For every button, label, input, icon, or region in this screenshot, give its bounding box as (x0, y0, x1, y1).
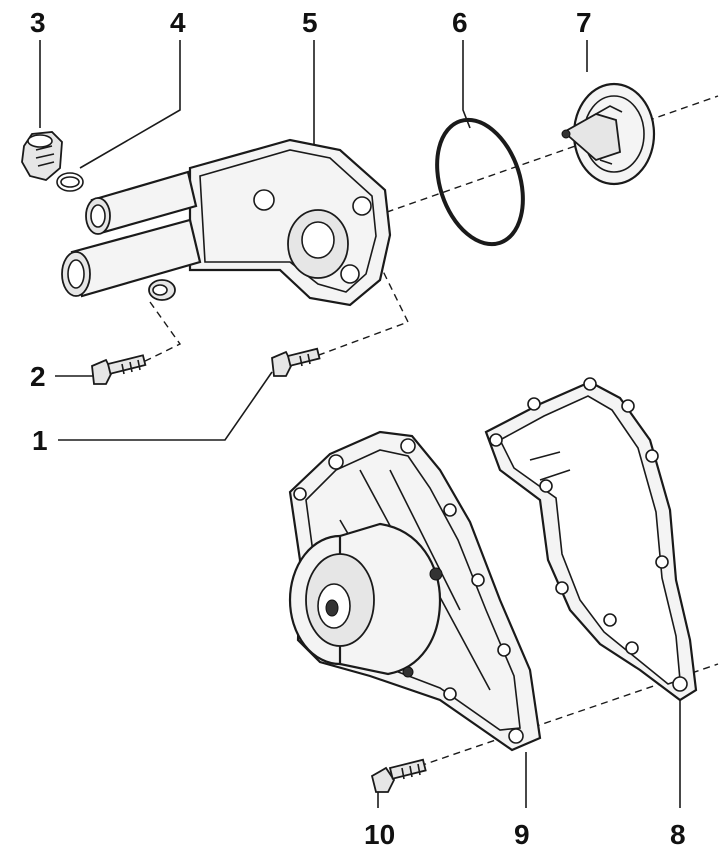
callout-9: 9 (514, 819, 530, 850)
part-8-gasket (484, 377, 698, 702)
callout-6: 6 (452, 7, 468, 38)
part-7-thermostat (561, 82, 656, 186)
callout-5: 5 (302, 7, 318, 38)
callout-4: 4 (170, 7, 186, 38)
part-2-bolt (91, 354, 147, 385)
part-5-flange-housing (61, 138, 392, 307)
callout-10: 10 (364, 819, 395, 850)
part-1-bolt (271, 347, 321, 377)
callout-7: 7 (576, 7, 592, 38)
part-10-bolt (370, 758, 427, 793)
callout-2: 2 (30, 361, 46, 392)
callout-1: 1 (32, 425, 48, 456)
callout-3: 3 (30, 7, 46, 38)
callout-8: 8 (670, 819, 686, 850)
part-9-water-pump (288, 430, 542, 752)
leader-lines (39, 40, 681, 808)
part-6-large-o-ring (435, 117, 525, 247)
part-4-o-ring (56, 172, 84, 192)
part-3-plug (21, 131, 63, 181)
